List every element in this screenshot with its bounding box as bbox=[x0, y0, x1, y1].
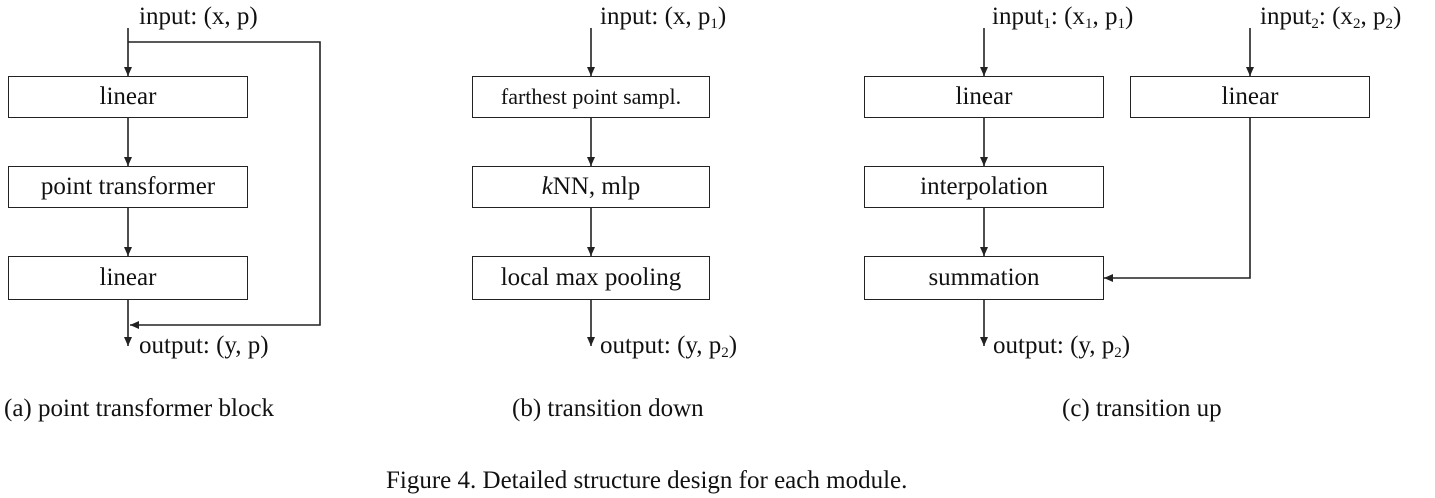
panel-a-linear-box-1: linear bbox=[8, 76, 248, 118]
panel-b-caption: (b) transition down bbox=[512, 395, 704, 422]
panel-c-input1-label: input1: (x1, p1) bbox=[992, 3, 1134, 32]
arrow-a-residual bbox=[128, 41, 321, 329]
arrow-c-skip bbox=[1104, 118, 1251, 282]
panel-a-input-label: input: (x, p) bbox=[139, 3, 258, 30]
panel-a-point-transformer-box: point transformer bbox=[8, 166, 248, 208]
panel-b-output-label: output: (y, p2) bbox=[600, 332, 738, 361]
panel-b-farthest-point-sampling-box: farthest point sampl. bbox=[472, 76, 710, 118]
panel-c-caption: (c) transition up bbox=[1062, 395, 1222, 422]
panel-c-interpolation-box: interpolation bbox=[864, 166, 1104, 208]
panel-b-local-max-pooling-box: local max pooling bbox=[472, 256, 710, 300]
panel-c-input2-label: input2: (x2, p2) bbox=[1260, 3, 1402, 32]
panel-c-linear-box-2: linear bbox=[1130, 76, 1370, 118]
figure-caption: Figure 4. Detailed structure design for … bbox=[386, 467, 908, 494]
panel-c-summation-box: summation bbox=[864, 256, 1104, 300]
panel-b-input-label: input: (x, p1) bbox=[600, 3, 727, 32]
panel-a-output-label: output: (y, p) bbox=[139, 332, 269, 359]
panel-a-linear-box-2: linear bbox=[8, 256, 248, 300]
panel-c-linear-box-1: linear bbox=[864, 76, 1104, 118]
panel-c-output-label: output: (y, p2) bbox=[993, 332, 1131, 361]
panel-a-caption: (a) point transformer block bbox=[4, 395, 275, 422]
